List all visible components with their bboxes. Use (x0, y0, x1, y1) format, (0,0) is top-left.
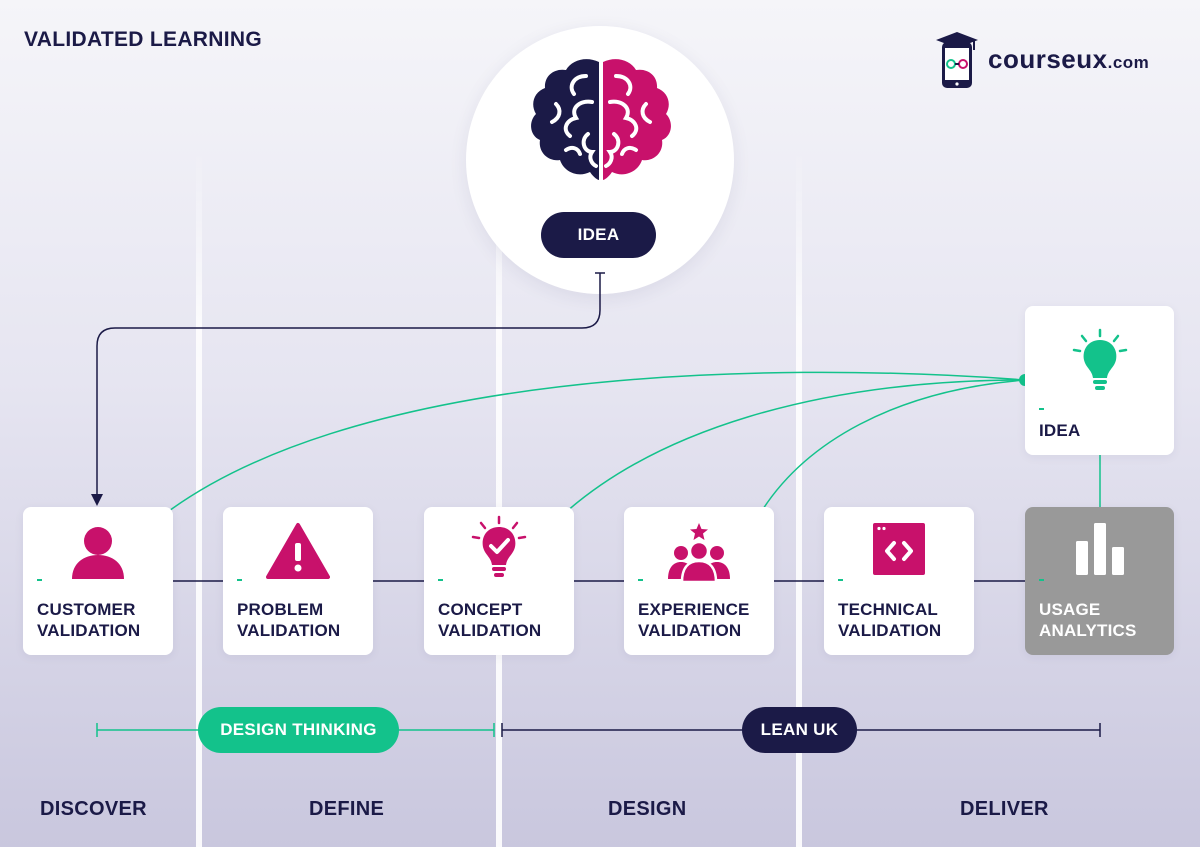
card-label-line1: CONCEPT (438, 600, 523, 619)
card-label: PROBLEM VALIDATION (237, 599, 340, 641)
idea-to-experience-arrow (752, 379, 1026, 528)
idea-to-customer-arrow (148, 371, 1026, 527)
page-title: VALIDATED LEARNING (24, 28, 262, 51)
logo-text: courseux.com (988, 44, 1149, 75)
card-label: CUSTOMER VALIDATION (37, 599, 140, 641)
column-divider (796, 150, 802, 847)
card-label: EXPERIENCE VALIDATION (638, 599, 750, 641)
idea-card-label: IDEA (1039, 421, 1081, 440)
courseux-logo: courseux.com (936, 30, 1176, 90)
lightbulb-icon (1072, 328, 1127, 390)
card-label-line2: ANALYTICS (1039, 621, 1137, 640)
card-experience-validation: EXPERIENCE VALIDATION (624, 507, 774, 655)
brain-idea-pill: IDEA (541, 212, 656, 258)
idea-to-concept-arrow (550, 379, 1026, 527)
card-label-line2: VALIDATION (838, 621, 942, 640)
logo-name: courseux (988, 44, 1108, 74)
brain-to-customer-arrow (91, 273, 601, 506)
card-technical-validation: TECHNICAL VALIDATION (824, 507, 974, 655)
card-label-line1: USAGE (1039, 600, 1101, 619)
card-label: USAGE ANALYTICS (1039, 599, 1137, 641)
phase-design: DESIGN (608, 798, 687, 820)
phase-deliver: DELIVER (960, 798, 1049, 820)
card-label-line1: TECHNICAL (838, 600, 939, 619)
lean-pill: LEAN UK (742, 707, 857, 753)
card-problem-validation: PROBLEM VALIDATION (223, 507, 373, 655)
phase-discover: DISCOVER (40, 798, 147, 820)
bar-chart-icon (1075, 523, 1124, 575)
brain-icon (531, 59, 671, 180)
idea-card: IDEA (1025, 306, 1174, 455)
card-label: TECHNICAL VALIDATION (838, 599, 941, 641)
group-star-icon (668, 523, 730, 583)
card-label-line2: VALIDATION (638, 621, 742, 640)
phone-graduate-icon (936, 32, 978, 88)
phase-define: DEFINE (309, 798, 385, 820)
card-concept-validation: CONCEPT VALIDATION (424, 507, 574, 655)
card-label-line2: VALIDATION (37, 621, 141, 640)
card-label-line1: CUSTOMER (37, 600, 136, 619)
person-icon (72, 527, 124, 579)
card-usage-analytics: USAGE ANALYTICS (1025, 507, 1174, 655)
card-label: CONCEPT VALIDATION (438, 599, 541, 641)
design-thinking-pill: DESIGN THINKING (198, 707, 399, 753)
column-divider (496, 150, 502, 847)
card-label-line2: VALIDATION (438, 621, 542, 640)
code-window-icon (873, 523, 925, 575)
column-divider (196, 150, 202, 847)
card-label-line1: PROBLEM (237, 600, 324, 619)
card-label-line2: VALIDATION (237, 621, 341, 640)
card-label-line1: EXPERIENCE (638, 600, 750, 619)
logo-domain: .com (1107, 53, 1150, 72)
lightbulb-check-icon (471, 515, 527, 577)
warning-icon (266, 523, 330, 579)
card-customer-validation: CUSTOMER VALIDATION (23, 507, 173, 655)
